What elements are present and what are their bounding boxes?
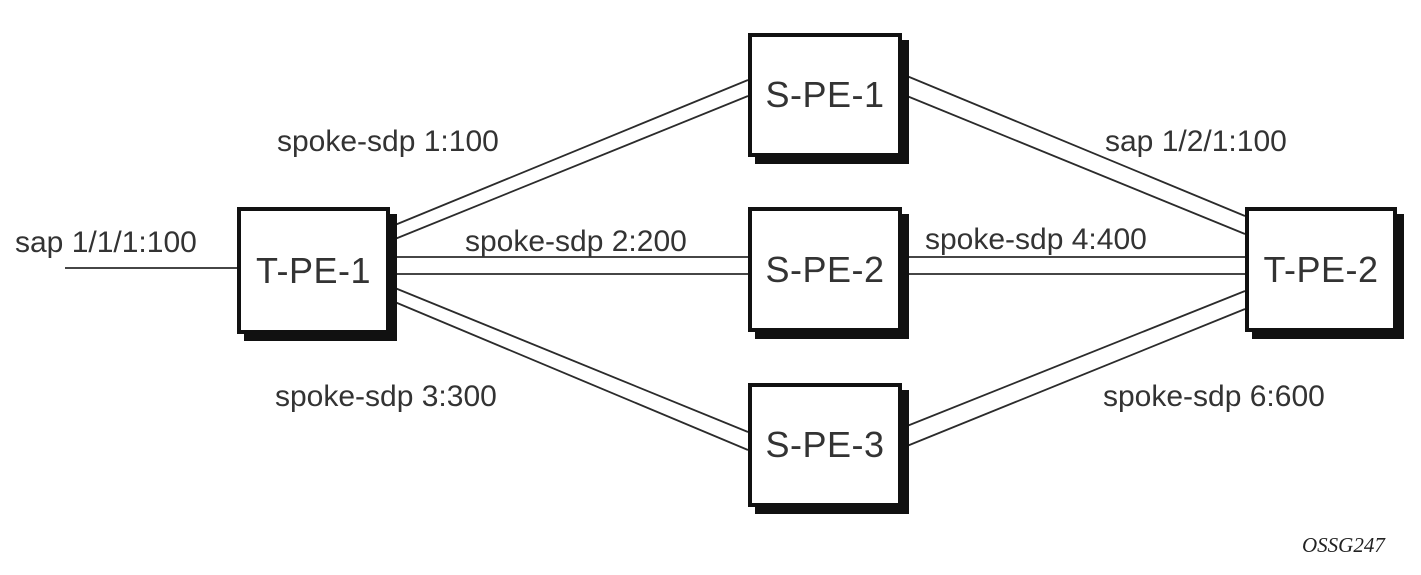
node-t-pe-1: T-PE-1: [237, 207, 390, 334]
edge-label-spoke-sdp-2: spoke-sdp 2:200: [465, 225, 687, 258]
node-t-pe-2-label: T-PE-2: [1263, 248, 1379, 290]
link-tpe1-spe3: [389, 285, 749, 451]
node-s-pe-3-label: S-PE-3: [765, 424, 885, 465]
node-s-pe-3: S-PE-3: [748, 383, 902, 507]
node-s-pe-1-label: S-PE-1: [765, 74, 885, 115]
link-tpe1-spe2: [390, 256, 748, 275]
link-spe1-tpe2: [901, 73, 1246, 235]
edge-label-spoke-sdp-3: spoke-sdp 3:300: [275, 380, 497, 413]
link-tpe1-spe1: [389, 79, 749, 242]
edge-label-spoke-sdp-6: spoke-sdp 6:600: [1103, 380, 1325, 413]
edge-label-spoke-sdp-1: spoke-sdp 1:100: [277, 125, 499, 158]
link-spe2-tpe2: [902, 256, 1245, 275]
edge-label-sap-left: sap 1/1/1:100: [15, 226, 197, 259]
node-s-pe-1: S-PE-1: [748, 33, 902, 157]
node-s-pe-2-label: S-PE-2: [765, 248, 885, 290]
edge-label-spoke-sdp-4: spoke-sdp 4:400: [925, 223, 1147, 256]
link-spe3-tpe2: [901, 290, 1246, 449]
edge-label-sap-right: sap 1/2/1:100: [1105, 125, 1287, 158]
node-s-pe-2: S-PE-2: [748, 207, 902, 332]
figure-code: OSSG247: [1302, 533, 1385, 557]
node-t-pe-1-label: T-PE-1: [255, 249, 372, 291]
node-t-pe-2: T-PE-2: [1245, 207, 1397, 332]
